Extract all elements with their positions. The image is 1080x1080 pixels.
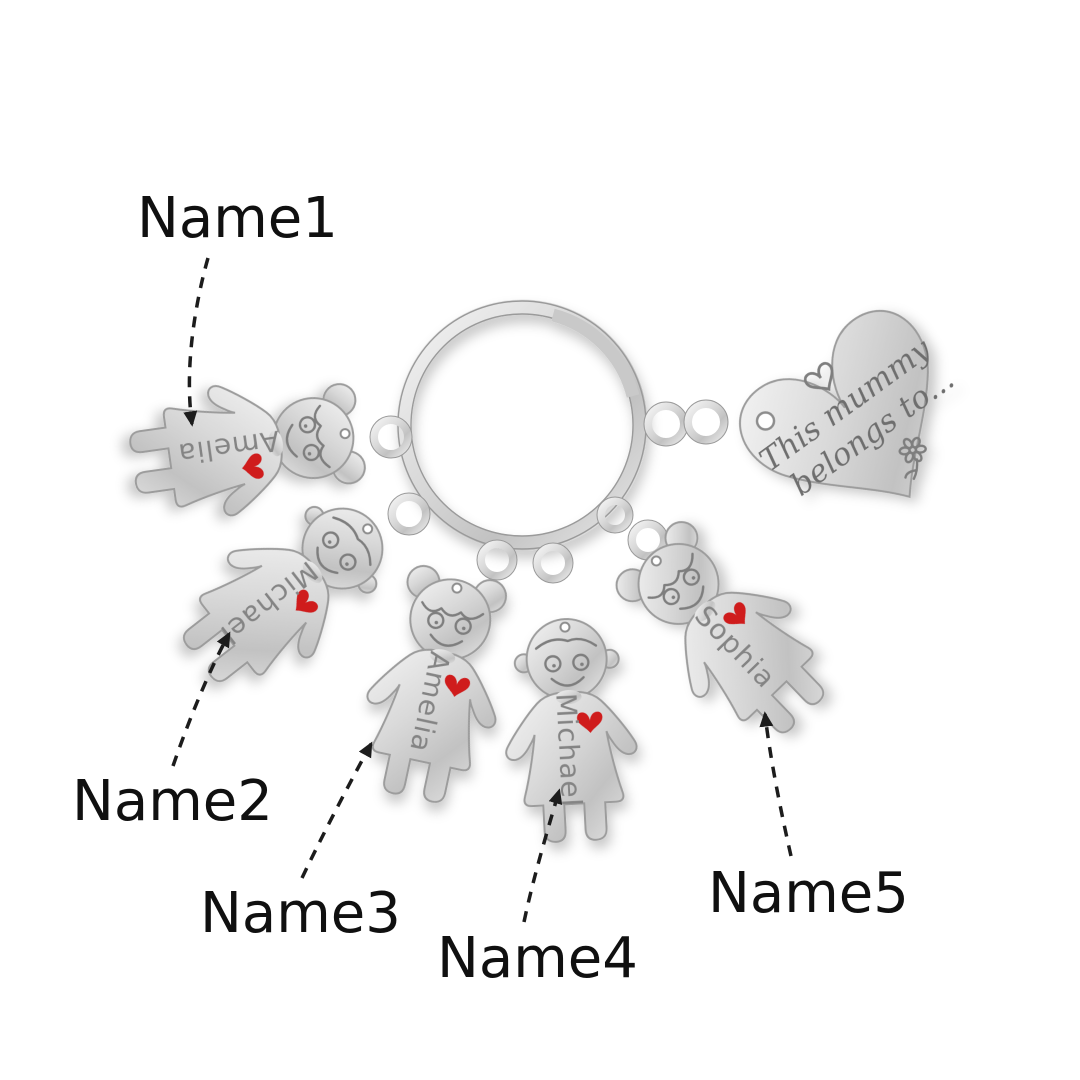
label-name3: Name3 xyxy=(200,881,401,946)
arrow-name3 xyxy=(300,741,373,879)
flower-doodle-icon xyxy=(898,436,927,481)
arrow-name1 xyxy=(183,257,210,427)
connector-ring xyxy=(476,539,518,581)
connector-ring xyxy=(532,542,574,584)
connector-rings xyxy=(369,399,729,584)
connector-ring xyxy=(643,401,689,447)
keyring-coil-overlap xyxy=(551,308,640,398)
charm-engraving-4: Michael xyxy=(549,692,588,808)
arrow-name5 xyxy=(759,711,793,857)
heart-charm-body xyxy=(739,309,929,499)
charm-hole xyxy=(450,581,464,595)
arrow-name4 xyxy=(522,788,563,923)
child-charm-3: Amelia xyxy=(347,562,524,812)
connector-ring xyxy=(369,415,413,459)
child-charm-2: Michael xyxy=(157,471,416,714)
label-name1: Name1 xyxy=(137,186,338,251)
connector-ring xyxy=(596,496,634,534)
arrow-name2 xyxy=(171,631,231,767)
label-name5: Name5 xyxy=(708,861,909,926)
connector-ring xyxy=(387,492,431,536)
charm-hole xyxy=(559,621,571,633)
label-name4: Name4 xyxy=(437,926,638,991)
child-charm-4: Michael xyxy=(498,614,643,846)
keyring-inner-rim xyxy=(410,313,634,537)
heart-charm-hole xyxy=(755,411,776,431)
heart-doodle-icon xyxy=(803,361,834,392)
label-name2: Name2 xyxy=(72,769,273,834)
connector-ring xyxy=(683,399,729,445)
charm-hole xyxy=(338,427,352,440)
child-charm-1: Amelia xyxy=(123,366,368,529)
child-charm-5: Sophia xyxy=(602,508,853,762)
heart-charm: This mummy belongs to... xyxy=(739,309,961,503)
keyring xyxy=(396,299,648,551)
